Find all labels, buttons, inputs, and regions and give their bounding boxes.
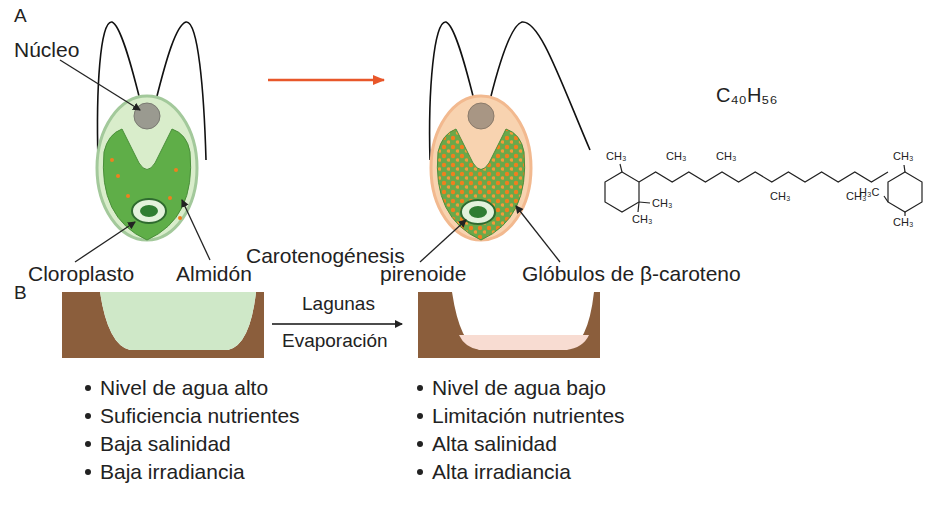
leader-lines: [60, 60, 560, 262]
text-label: Glóbulos de β-caroteno: [522, 262, 741, 285]
text-label: Alta salinidad: [432, 432, 557, 455]
methyl-label: CH₃: [632, 213, 652, 225]
text-label: Cloroplasto: [28, 262, 134, 285]
methyl-label: CH₃: [770, 190, 790, 202]
text-label: B: [14, 283, 27, 304]
text-label: Evaporación: [282, 331, 388, 352]
text-label: Lagunas: [302, 294, 375, 315]
text-label: Almidón: [176, 262, 252, 285]
lagoon-dry: [418, 292, 600, 358]
text-label: C₄₀H₅₆: [716, 84, 777, 106]
methyl-label: CH₃: [666, 150, 686, 162]
methyl-label: CH₃: [716, 150, 736, 162]
text-label: Baja salinidad: [100, 432, 231, 455]
methyl-label: H₃C: [859, 186, 879, 198]
methyl-label: CH₃: [606, 150, 626, 162]
green-cell: [97, 22, 206, 240]
text-label: Suficiencia nutrientes: [100, 404, 300, 427]
text-label: Núcleo: [14, 38, 79, 61]
process-arrow: [268, 79, 384, 82]
text-label: pirenoide: [380, 262, 466, 285]
text-label: Nivel de agua alto: [100, 376, 268, 399]
text-label: Alta irradiancia: [432, 460, 571, 483]
orange-cell: [430, 22, 590, 240]
text-label: Limitación nutrientes: [432, 404, 625, 427]
text-label: Baja irradiancia: [100, 460, 245, 483]
text-label: Nivel de agua bajo: [432, 376, 606, 399]
molecule-structure: [605, 164, 922, 216]
methyl-label: CH₃: [893, 150, 913, 162]
methyl-label: CH₃: [652, 197, 672, 209]
lagoon-full: [62, 292, 264, 358]
text-label: A: [14, 6, 27, 27]
evaporation-arrow: [272, 323, 402, 325]
methyl-label: CH₃: [893, 216, 913, 228]
